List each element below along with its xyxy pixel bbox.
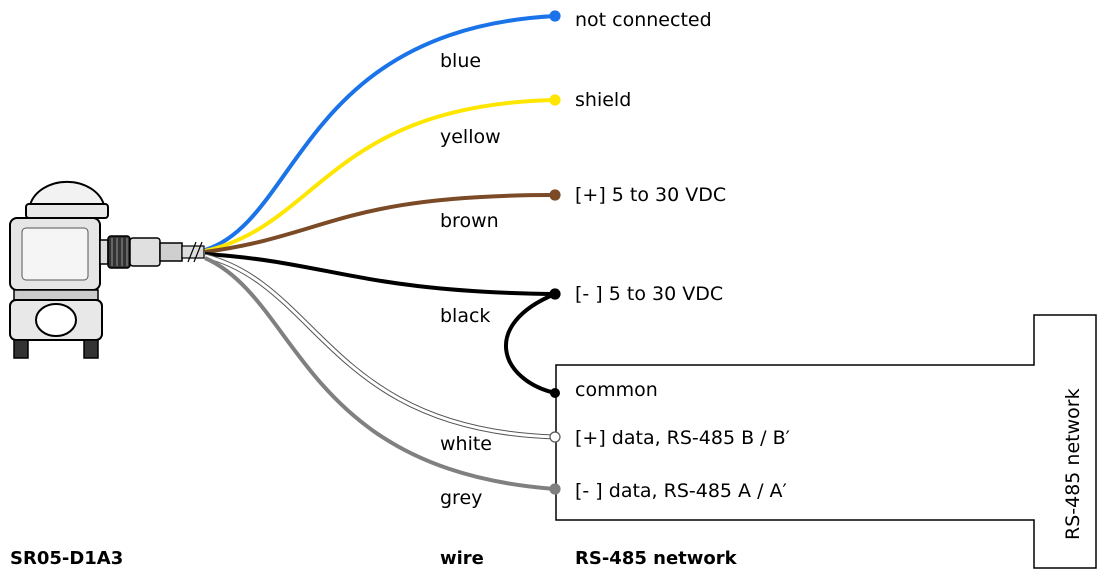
wire-brown: [204, 193, 556, 254]
wire-white-terminal-dot: [549, 431, 561, 443]
footer-network-label: RS-485 network: [575, 548, 737, 569]
terminal-label-power-plus: [+] 5 to 30 VDC: [575, 184, 727, 206]
sensor-dome-ring: [25, 203, 109, 219]
mount-screw-right: [83, 339, 99, 359]
terminal-label-shield: shield: [575, 89, 632, 111]
wire-label-white: white: [440, 433, 492, 455]
wires: [204, 10, 561, 495]
cable-break-mark: [187, 241, 197, 263]
terminal-label-data-minus: [- ] data, RS-485 A / A′: [575, 480, 787, 502]
terminal-label-power-minus: [- ] 5 to 30 VDC: [575, 283, 724, 305]
wire-label-black: black: [440, 305, 491, 327]
sensor-body-panel: [21, 227, 89, 281]
wire-white-outline: [204, 253, 556, 440]
terminal-label-data-plus: [+] data, RS-485 B / B′: [575, 427, 790, 449]
common-terminal-dot: [550, 388, 560, 398]
sensor-device: [9, 180, 205, 359]
wire-black-jumper: [503, 292, 556, 395]
footer-wire-label: wire: [440, 548, 484, 569]
network-box: [555, 314, 1097, 569]
wire-label-brown: brown: [440, 210, 499, 232]
wire-label-grey: grey: [440, 487, 483, 509]
cable-jacket: [181, 245, 205, 259]
mount-clamp-hole: [35, 303, 77, 337]
sensor-dome: [28, 180, 106, 206]
sensor-connector-base: [99, 239, 109, 265]
wire-white: [204, 254, 556, 439]
wire-label-yellow: yellow: [440, 126, 501, 148]
wire-yellow-terminal-dot: [549, 94, 561, 106]
wire-label-blue: blue: [440, 50, 482, 72]
wire-yellow: [204, 98, 556, 253]
wire-grey: [204, 256, 556, 491]
cable-plug-tail: [159, 242, 183, 262]
wire-brown-terminal-dot: [549, 189, 561, 201]
wire-grey-terminal-dot: [549, 483, 561, 495]
terminal-label-not-connected: not connected: [575, 9, 712, 31]
wire-black: [204, 252, 556, 296]
network-side-label: RS-485 network: [1062, 388, 1084, 540]
cable-plug: [129, 237, 161, 267]
terminal-label-common: common: [575, 379, 658, 401]
sensor-mount-plate: [13, 289, 99, 301]
wire-blue: [204, 14, 556, 252]
footer-device-label: SR05-D1A3: [10, 548, 124, 569]
mount-screw-left: [13, 339, 29, 359]
wire-blue-terminal-dot: [549, 10, 561, 22]
